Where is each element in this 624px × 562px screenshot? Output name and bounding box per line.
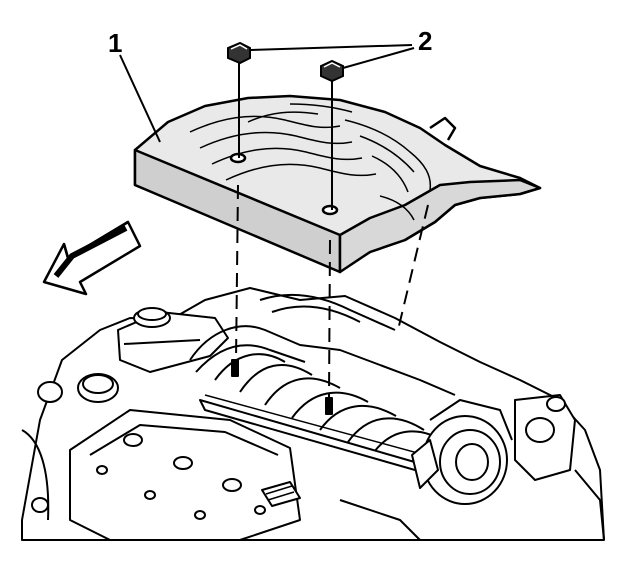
coolant-reservoir <box>117 307 229 373</box>
callout-1-label: 1 <box>108 28 122 58</box>
engine-assembly <box>21 287 605 541</box>
front-accessories <box>21 381 605 541</box>
valve-cover <box>69 409 301 541</box>
oil-filler-cap <box>77 373 119 403</box>
sensor-unit <box>514 394 576 481</box>
engine-cover <box>133 94 542 274</box>
throttle-body <box>411 399 513 505</box>
cover-nut-right <box>320 59 344 83</box>
front-direction-arrow-icon <box>42 220 142 296</box>
alignment-lines <box>235 63 429 399</box>
callout-2-label: 2 <box>418 26 432 56</box>
cover-nut-left <box>227 41 251 65</box>
leader-lines <box>119 44 415 143</box>
